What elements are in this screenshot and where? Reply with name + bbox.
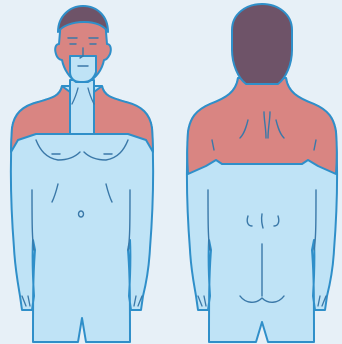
human-body-back-icon	[187, 4, 337, 342]
back-upper-zone	[187, 78, 337, 174]
front-chin	[70, 56, 96, 82]
human-body-front-icon	[11, 6, 153, 342]
back-head	[232, 4, 292, 84]
front-neck	[70, 80, 94, 134]
